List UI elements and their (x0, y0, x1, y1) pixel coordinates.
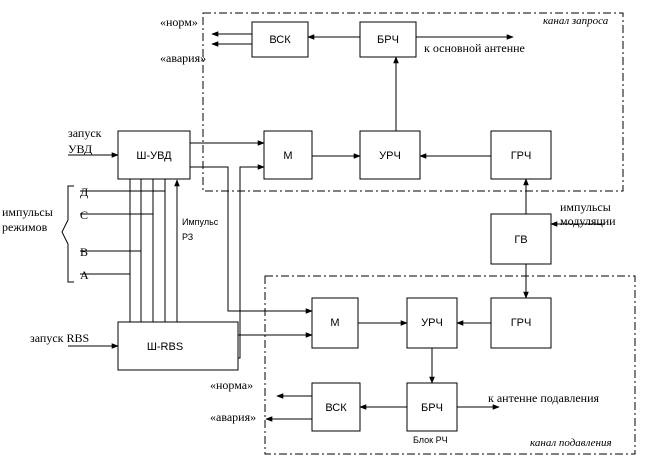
grch-top-block (490, 130, 552, 180)
shuvd-to-m-bottom-wire (190, 166, 313, 314)
norm-top-label: «норм» (160, 15, 198, 29)
grch-top-label: ГРЧ (511, 150, 532, 162)
gv-label: ГВ (514, 234, 527, 246)
mode-v-label: В (80, 245, 88, 259)
brch-bottom-label: БРЧ (421, 402, 443, 414)
impulse-label: Импульс (182, 217, 219, 227)
m-top-label: М (283, 150, 292, 162)
sh-rbs-label: Ш-RBS (147, 341, 183, 353)
to-supp-antenna-label: к антенне подавления (488, 391, 599, 405)
mode-brace (61, 185, 74, 283)
launch-label: запуск (68, 126, 102, 140)
modes-label: режимов (2, 220, 48, 234)
gv-block (490, 213, 552, 265)
grch-bottom-label: ГРЧ (511, 317, 532, 329)
m-bottom-label: М (330, 317, 339, 329)
mode-a-label: А (80, 268, 89, 282)
brch-top-label: БРЧ (377, 34, 399, 46)
m-bottom-block (311, 297, 359, 349)
sh-uvd-block (117, 130, 191, 180)
norma-bottom-label: «норма» (210, 378, 253, 392)
modulation-pulses-label-2: модуляции (560, 214, 616, 228)
shrbs-to-m-top-wire (238, 164, 265, 359)
uvd-label: УВД (68, 142, 92, 156)
sh-uvd-label: Ш-УВД (136, 150, 172, 162)
urch-top-label: УРЧ (379, 150, 401, 162)
vsk-bottom-label: ВСК (325, 402, 347, 414)
suppression-channel-frame (264, 275, 636, 455)
launch-rbs-label: запуск RBS (30, 331, 89, 345)
avaria-top-label: «авария» (160, 51, 206, 65)
grch-bottom-block (490, 297, 552, 349)
sh-rbs-block (117, 321, 239, 371)
m-top-block (263, 130, 313, 180)
avaria-bottom-label: «авария» (210, 410, 256, 424)
pz-label: РЗ (182, 232, 193, 242)
mode-d-label: Д (80, 185, 88, 199)
mode-s-label: С (80, 208, 88, 222)
brch-top-block (359, 21, 417, 58)
request-channel-label: канал запроса (543, 15, 609, 27)
request-channel-frame (202, 12, 624, 192)
modulation-pulses-label-1: импульсы (560, 200, 611, 214)
to-main-antenna-label: к основной антенне (424, 41, 525, 55)
urch-bottom-label: УРЧ (421, 317, 443, 329)
vsk-bottom-block (311, 382, 361, 432)
vsk-top-label: ВСК (269, 34, 291, 46)
rf-unit-label: Блок РЧ (413, 435, 448, 445)
suppression-channel-label: канал подавления (530, 437, 612, 449)
impulses-label: импульсы (2, 205, 53, 219)
